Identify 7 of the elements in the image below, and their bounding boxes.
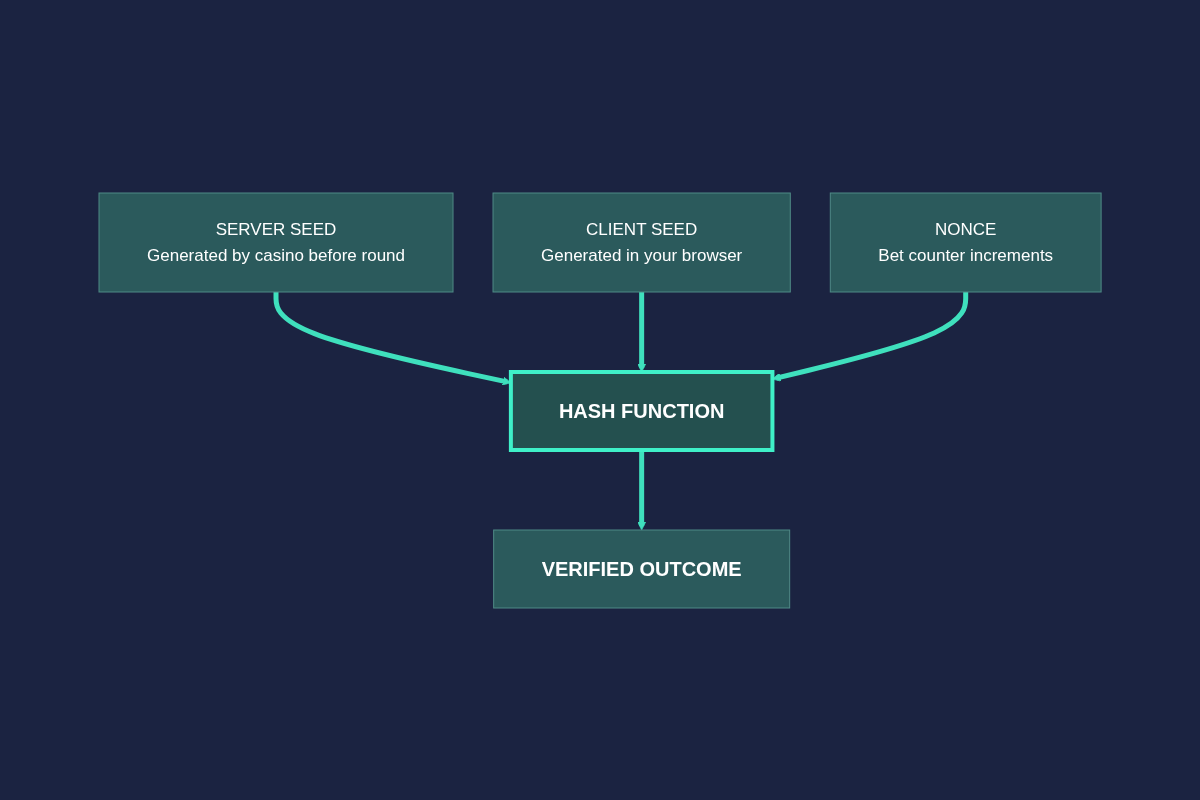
arrow: [637, 291, 646, 372]
arrow: [637, 449, 646, 530]
node-box: CLIENT SEED Generated in your browser: [492, 192, 791, 292]
node-box: HASH FUNCTION: [508, 369, 775, 452]
node-box: VERIFIED OUTCOME: [493, 529, 791, 608]
node-box: SERVER SEED Generated by casino before round: [98, 192, 454, 292]
node-box: NONCE Bet counter increments: [829, 192, 1102, 292]
